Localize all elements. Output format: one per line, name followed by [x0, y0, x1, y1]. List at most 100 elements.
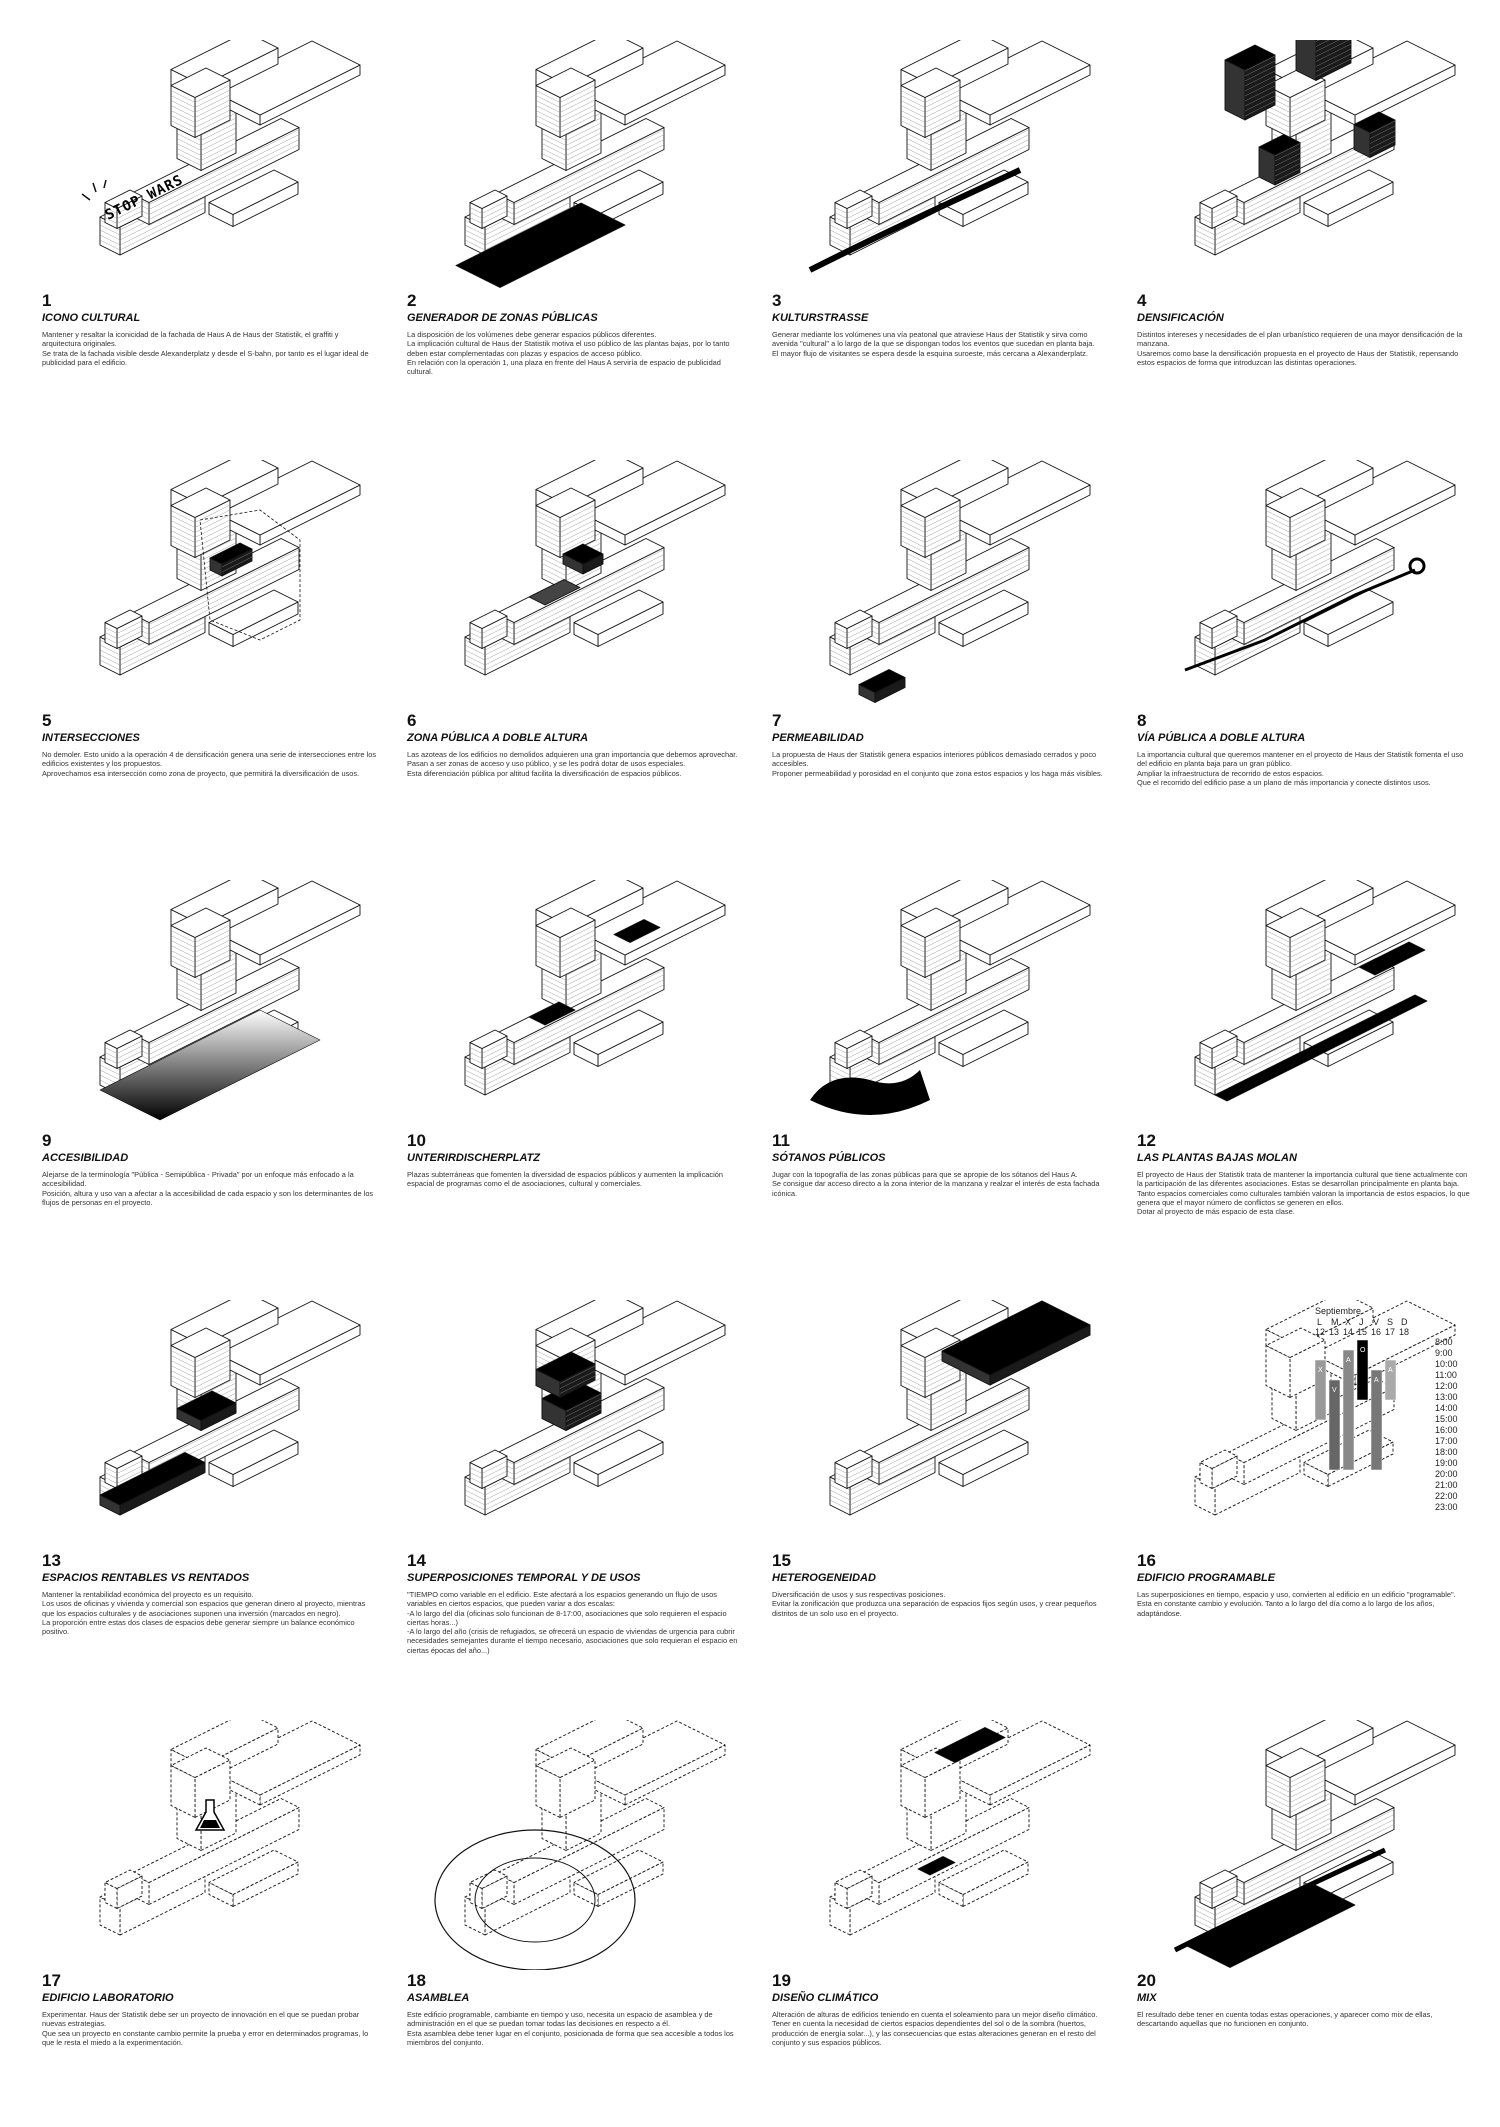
operation-panel-18: 18ASAMBLEA Este edificio programable, cam… — [405, 1720, 745, 2120]
operation-panel-1: STOP WARS1ICONO CULTURALMantener y resal… — [40, 40, 380, 440]
operation-description: Las azoteas de los edificios no demolido… — [407, 750, 743, 778]
operation-description: Generar mediante los volúmenes una vía p… — [772, 330, 1108, 358]
operation-title: DISEÑO CLIMÁTICO — [772, 1992, 878, 2005]
axonometric-diagram-12 — [1135, 880, 1475, 1130]
axonometric-diagram-14 — [405, 1300, 745, 1550]
operation-number: 20 — [1137, 1972, 1156, 1990]
axonometric-diagram-2 — [405, 40, 745, 290]
operation-description: Plazas subterráneas que fomenten la dive… — [407, 1170, 743, 1189]
operation-description: Mantener y resaltar la iconicidad de la … — [42, 330, 378, 367]
operation-description: No demoler. Esto unido a la operación 4 … — [42, 750, 378, 778]
calendar-weekday: X — [1345, 1317, 1351, 1327]
axonometric-diagram-20 — [1135, 1720, 1475, 1970]
operation-number: 8 — [1137, 712, 1146, 730]
calendar-day: 14 — [1343, 1327, 1353, 1337]
operation-number: 13 — [42, 1552, 61, 1570]
axonometric-diagram-19 — [770, 1720, 1110, 1970]
operation-number: 11 — [772, 1132, 790, 1150]
operation-title: ACCESIBILIDAD — [42, 1152, 128, 1165]
calendar-hour: 23:00 — [1435, 1502, 1458, 1512]
operation-title: INTERSECCIONES — [42, 732, 140, 745]
operation-description: Este edificio programable, cambiante en … — [407, 2010, 743, 2047]
calendar-hour: 22:00 — [1435, 1491, 1458, 1501]
calendar-weekday: M — [1331, 1317, 1339, 1327]
calendar-hour: 10:00 — [1435, 1359, 1458, 1369]
operation-description: Experimentar. Haus der Statistik debe se… — [42, 2010, 378, 2047]
operation-panel-16: SeptiembreLMXJVSD121314151617188:009:001… — [1135, 1300, 1475, 1700]
axonometric-diagram-16: SeptiembreLMXJVSD121314151617188:009:001… — [1135, 1300, 1475, 1550]
calendar-block-letter: A — [1374, 1377, 1379, 1384]
calendar-day: 17 — [1385, 1327, 1395, 1337]
axonometric-diagram-17 — [40, 1720, 380, 1970]
operation-panel-2: 2GENERADOR DE ZONAS PÚBLICAS La disposici… — [405, 40, 745, 440]
operation-title: GENERADOR DE ZONAS PÚBLICAS — [407, 312, 598, 325]
axonometric-diagram-18 — [405, 1720, 745, 1970]
operation-title: PERMEABILIDAD — [772, 732, 864, 745]
calendar-block-letter: V — [1332, 1387, 1337, 1394]
operation-title: ASAMBLEA — [407, 1992, 469, 2005]
operation-number: 10 — [407, 1132, 426, 1150]
axonometric-diagram-15 — [770, 1300, 1110, 1550]
operation-description: Diversificación de usos y sus respectiva… — [772, 1590, 1108, 1618]
operation-panel-7: 7PERMEABILIDADLa propuesta de Haus der S… — [770, 460, 1110, 860]
operation-description: La propuesta de Haus der Statistik gener… — [772, 750, 1108, 778]
operation-title: ICONO CULTURAL — [42, 312, 140, 325]
operation-number: 5 — [42, 712, 51, 730]
operation-panel-5: 5INTERSECCIONES No demoler. Esto unido a … — [40, 460, 380, 860]
operation-panel-8: 8VÍA PÚBLICA A DOBLE ALTURALa importanci… — [1135, 460, 1475, 860]
calendar-weekday: V — [1373, 1317, 1379, 1327]
operation-description: La disposición de los volúmenes debe gen… — [407, 330, 743, 376]
calendar-block-letter: X — [1318, 1367, 1323, 1374]
operation-title: UNTERIRDISCHERPLATZ — [407, 1152, 540, 1165]
calendar-day: 16 — [1371, 1327, 1381, 1337]
operation-panel-20: 20MIXEl resultado debe tener en cuenta t… — [1135, 1720, 1475, 2120]
operation-number: 14 — [407, 1552, 426, 1570]
operation-description: La importancia cultural que queremos man… — [1137, 750, 1473, 787]
axonometric-diagram-6 — [405, 460, 745, 710]
calendar-day: 18 — [1399, 1327, 1409, 1337]
operation-panel-11: 11SÓTANOS PÚBLICOSJugar con la topografí… — [770, 880, 1110, 1280]
operation-title: KULTURSTRAßE — [772, 312, 868, 325]
operation-number: 17 — [42, 1972, 61, 1990]
axonometric-diagram-9 — [40, 880, 380, 1130]
operation-number: 9 — [42, 1132, 51, 1150]
calendar-hour: 8:00 — [1435, 1337, 1453, 1347]
calendar-hour: 12:00 — [1435, 1381, 1458, 1391]
operation-title: DENSIFICACIÓN — [1137, 312, 1224, 325]
calendar-weekday: D — [1401, 1317, 1408, 1327]
operation-number: 6 — [407, 712, 416, 730]
calendar-block-letter: A — [1346, 1357, 1351, 1364]
calendar-block — [1385, 1360, 1396, 1400]
calendar-hour: 20:00 — [1435, 1469, 1458, 1479]
operation-number: 18 — [407, 1972, 426, 1990]
operation-panel-3: 3KULTURSTRAßEGenerar mediante los volúme… — [770, 40, 1110, 440]
calendar-weekday: J — [1359, 1317, 1364, 1327]
calendar-block — [1371, 1370, 1382, 1470]
operation-number: 19 — [772, 1972, 791, 1990]
calendar-hour: 11:00 — [1435, 1370, 1457, 1380]
operation-number: 1 — [42, 292, 51, 310]
operation-title: SUPERPOSICIONES TEMPORAL Y DE USOS — [407, 1572, 641, 1585]
operation-description: El proyecto de Haus der Statistik trata … — [1137, 1170, 1473, 1216]
operation-description: Mantener la rentabilidad económica del p… — [42, 1590, 378, 1636]
axonometric-diagram-13 — [40, 1300, 380, 1550]
operation-panel-15: 15HETEROGENEIDADDiversificación de usos … — [770, 1300, 1110, 1700]
operation-description: Jugar con la topografía de las zonas púb… — [772, 1170, 1108, 1198]
operation-panel-12: 12LAS PLANTAS BAJAS MOLANEl proyecto de … — [1135, 880, 1475, 1280]
operation-number: 15 — [772, 1552, 791, 1570]
operation-number: 4 — [1137, 292, 1146, 310]
operation-title: ESPACIOS RENTABLES VS RENTADOS — [42, 1572, 249, 1585]
calendar-block — [1343, 1350, 1354, 1470]
operation-title: LAS PLANTAS BAJAS MOLAN — [1137, 1152, 1297, 1165]
calendar-hour: 15:00 — [1435, 1414, 1458, 1424]
calendar-block-letter: A — [1388, 1367, 1393, 1374]
operation-panel-14: 14SUPERPOSICIONES TEMPORAL Y DE USOS "TIE… — [405, 1300, 745, 1700]
operation-panel-6: 6ZONA PÚBLICA A DOBLE ALTURALas azoteas … — [405, 460, 745, 860]
axonometric-diagram-5 — [40, 460, 380, 710]
calendar-hour: 14:00 — [1435, 1403, 1458, 1413]
operation-title: MIX — [1137, 1992, 1157, 2005]
operation-title: EDIFICIO PROGRAMABLE — [1137, 1572, 1275, 1585]
axonometric-diagram-3 — [770, 40, 1110, 290]
operation-description: "TIEMPO como variable en el edificio. Es… — [407, 1590, 743, 1655]
operation-number: 2 — [407, 292, 416, 310]
